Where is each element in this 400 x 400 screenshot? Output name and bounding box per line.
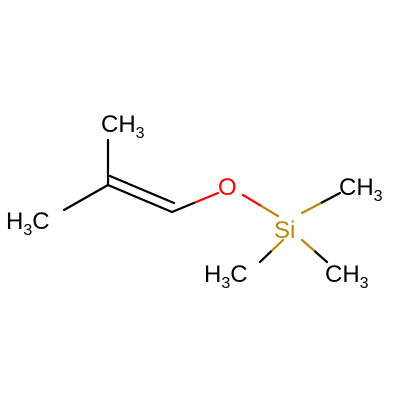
atom-si-methyl-right: CH3 bbox=[339, 174, 383, 205]
atom-silicon: Si bbox=[274, 217, 295, 244]
atom-methyl-top: CH3 bbox=[101, 111, 145, 142]
bond-double-c2-c1 bbox=[106, 183, 174, 214]
atom-labels: CH3 H3C O Si CH3 H3C CH3 bbox=[6, 111, 383, 292]
atom-si-methyl-bottom-right: CH3 bbox=[325, 261, 369, 292]
atom-si-methyl-bottom-left: H3C bbox=[204, 261, 248, 292]
bond-double-c2-c1-second bbox=[108, 174, 176, 205]
bond-si-methyl-right bbox=[300, 191, 342, 215]
bond-si-methyl-bottom-left bbox=[258, 238, 285, 264]
bond-si-methyl-bottom-right bbox=[300, 238, 329, 264]
bonds bbox=[62, 138, 342, 264]
atom-methyl-left: H3C bbox=[6, 208, 50, 239]
atom-oxygen: O bbox=[218, 174, 237, 201]
bond-oxygen-silicon bbox=[241, 193, 280, 218]
bond-c2-methyl-left bbox=[62, 183, 110, 212]
bond-c1-oxygen bbox=[170, 191, 220, 214]
